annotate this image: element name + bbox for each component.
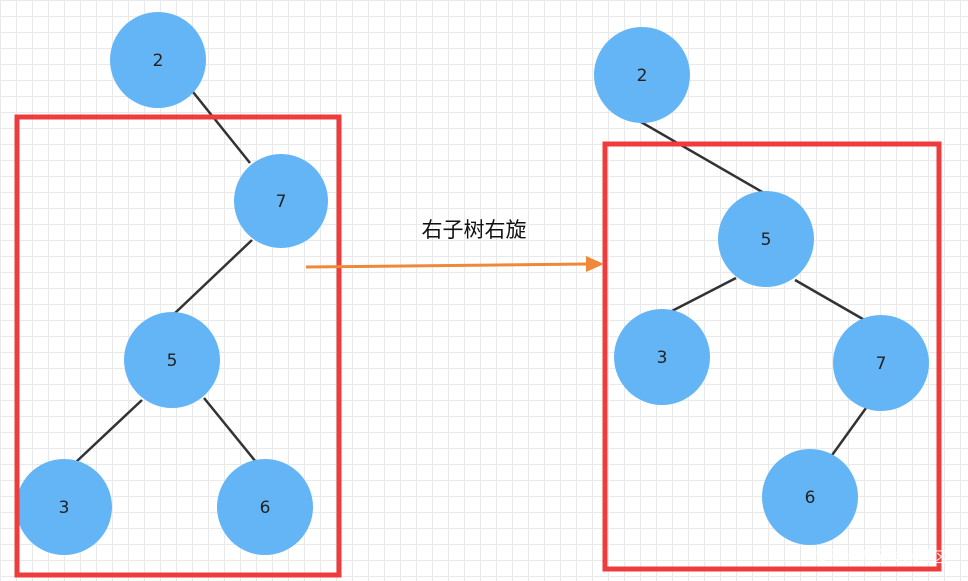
edge-7-6 bbox=[828, 407, 868, 459]
node-label: 2 bbox=[153, 51, 164, 71]
before-subtree-frame bbox=[14, 114, 342, 578]
tree-node: 2 bbox=[594, 27, 690, 123]
node-label: 7 bbox=[876, 354, 887, 374]
watermark: @稀土掘金技术社区 bbox=[813, 548, 948, 566]
node-label: 7 bbox=[276, 192, 287, 212]
rotation-caption: 右子树右旋 bbox=[422, 218, 527, 242]
tree-node: 6 bbox=[217, 459, 313, 555]
edge-5-3 bbox=[75, 399, 143, 463]
node-label: 6 bbox=[805, 488, 816, 508]
edge-2-7 bbox=[192, 91, 251, 164]
tree-node: 7 bbox=[234, 154, 328, 248]
node-label: 5 bbox=[761, 230, 772, 250]
tree-node: 3 bbox=[16, 459, 112, 555]
after-nodes: 2 5 3 7 6 bbox=[594, 27, 929, 545]
edge-2-5 bbox=[640, 120, 765, 195]
after-subtree-frame bbox=[602, 141, 942, 572]
node-label: 2 bbox=[637, 66, 648, 86]
before-nodes: 2 7 5 3 6 bbox=[16, 12, 328, 555]
tree-node: 7 bbox=[833, 315, 929, 411]
edge-5-7 bbox=[794, 278, 869, 324]
edge-7-5 bbox=[173, 239, 253, 315]
before-edges bbox=[75, 91, 257, 463]
rotation-arrow bbox=[305, 256, 604, 272]
tree-node: 5 bbox=[124, 312, 220, 408]
node-label: 3 bbox=[657, 348, 668, 368]
tree-node: 3 bbox=[614, 309, 710, 405]
node-label: 3 bbox=[59, 498, 70, 518]
arrow-head-icon bbox=[586, 256, 604, 272]
tree-node: 2 bbox=[110, 12, 206, 108]
after-edges bbox=[640, 120, 869, 459]
tree-node: 5 bbox=[718, 191, 814, 287]
node-label: 6 bbox=[260, 498, 271, 518]
edge-5-3 bbox=[669, 276, 737, 314]
edge-5-6 bbox=[203, 397, 257, 463]
node-label: 5 bbox=[167, 351, 178, 371]
tree-node: 6 bbox=[762, 449, 858, 545]
